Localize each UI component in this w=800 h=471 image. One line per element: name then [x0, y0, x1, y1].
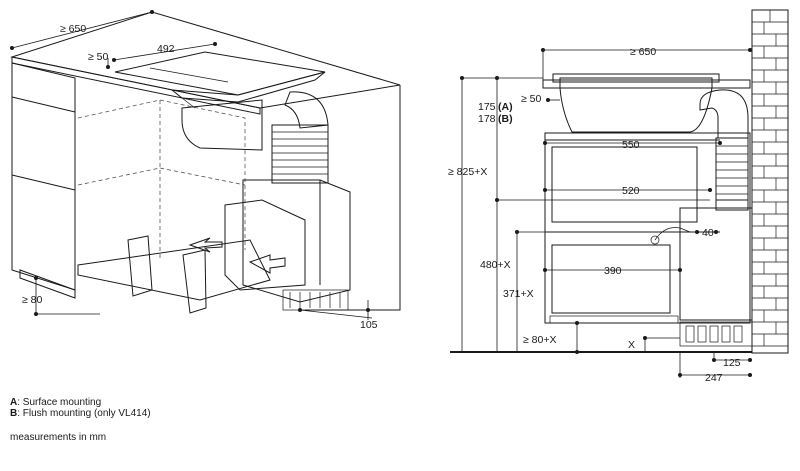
- dim-175-letter: (A): [498, 101, 513, 113]
- legend-flush: B: Flush mounting (only VL414): [10, 408, 151, 420]
- section-view: ≥ 650 ≥ 50 175 (A) 178 (B) 550 520 40 39…: [448, 9, 789, 384]
- units-note: measurements in mm: [10, 432, 107, 443]
- dim-width-right: ≥ 650: [630, 46, 656, 58]
- cooktop-section: [559, 77, 713, 133]
- dim-gap-left: ≥ 50: [88, 51, 109, 63]
- dim-247: 247: [705, 372, 723, 384]
- drawer-lower: [551, 244, 671, 314]
- isometric-view: ≥ 650 ≥ 50 492 ≥ 80 105: [10, 10, 401, 331]
- dim-178-letter: (B): [498, 113, 513, 125]
- dim-duct-offset: 105: [360, 319, 378, 331]
- base-grille-section: [679, 321, 753, 347]
- dim-x: X: [628, 339, 635, 351]
- legend-b-key: B: [10, 408, 18, 419]
- dim-40: 40: [702, 227, 714, 239]
- brick-wall: [751, 9, 789, 354]
- dim-480: 480+X: [480, 259, 511, 271]
- base-grille: [282, 289, 349, 311]
- dim-plinth-left: ≥ 80: [22, 294, 43, 306]
- dim-178: 178: [478, 113, 496, 125]
- legend-surface: A: Surface mounting: [10, 397, 101, 409]
- flexible-duct: [271, 124, 329, 184]
- cabinet-section: [544, 132, 751, 324]
- arrow-icon: [248, 254, 286, 274]
- flexible-duct-section: [715, 137, 749, 211]
- dim-390: 390: [604, 265, 622, 277]
- dim-plinth-right: ≥ 80+X: [523, 334, 557, 346]
- dim-175: 175: [478, 101, 496, 113]
- dim-gap-right: ≥ 50: [521, 93, 542, 105]
- fan-unit: [242, 179, 351, 303]
- duct-elbow: [181, 99, 263, 151]
- legend-a-text: : Surface mounting: [17, 397, 102, 408]
- cooktop: [114, 51, 326, 96]
- dim-height-total: ≥ 825+X: [448, 166, 487, 178]
- drawer-front: [11, 62, 76, 291]
- fan-box: [679, 207, 753, 321]
- dim-520: 520: [622, 185, 640, 197]
- legend-a-key: A: [10, 397, 18, 408]
- dim-width-left: ≥ 650: [60, 23, 86, 35]
- dim-cutout: 492: [157, 43, 175, 55]
- dim-550: 550: [622, 139, 640, 151]
- base-board: [77, 239, 271, 301]
- worktop-section: [542, 79, 751, 89]
- arrow-icon: [188, 237, 223, 253]
- drawer-upper: [551, 146, 698, 223]
- dim-125: 125: [723, 357, 741, 369]
- legend-b-text: : Flush mounting (only VL414): [17, 408, 151, 419]
- dim-371: 371+X: [503, 288, 534, 300]
